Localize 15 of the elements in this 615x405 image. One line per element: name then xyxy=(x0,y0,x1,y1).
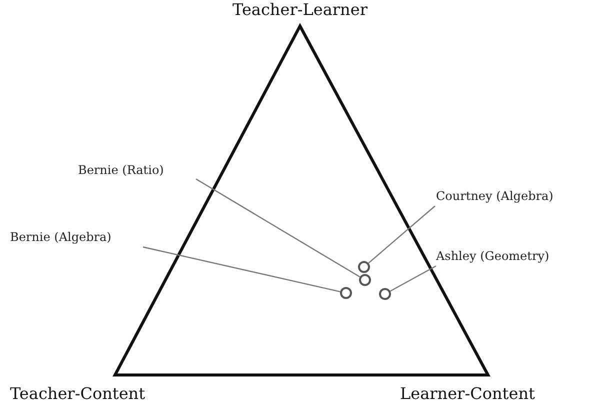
corner-label: Learner-Content xyxy=(400,385,535,403)
callout-label: Bernie (Ratio) xyxy=(78,163,164,177)
leader-line xyxy=(196,178,360,278)
leader-line xyxy=(142,246,340,292)
data-point-circle xyxy=(358,261,370,273)
data-point-circle xyxy=(340,287,352,299)
data-point-circle xyxy=(359,274,371,286)
corner-label: Teacher-Content xyxy=(10,385,146,403)
leader-line xyxy=(368,206,436,264)
callout-label: Bernie (Algebra) xyxy=(10,230,112,244)
callout-label: Courtney (Algebra) xyxy=(436,189,554,203)
corner-label: Teacher-Learner xyxy=(232,1,368,19)
data-point-circle xyxy=(379,288,391,300)
leader-line xyxy=(390,265,436,292)
callout-label: Ashley (Geometry) xyxy=(436,249,550,263)
